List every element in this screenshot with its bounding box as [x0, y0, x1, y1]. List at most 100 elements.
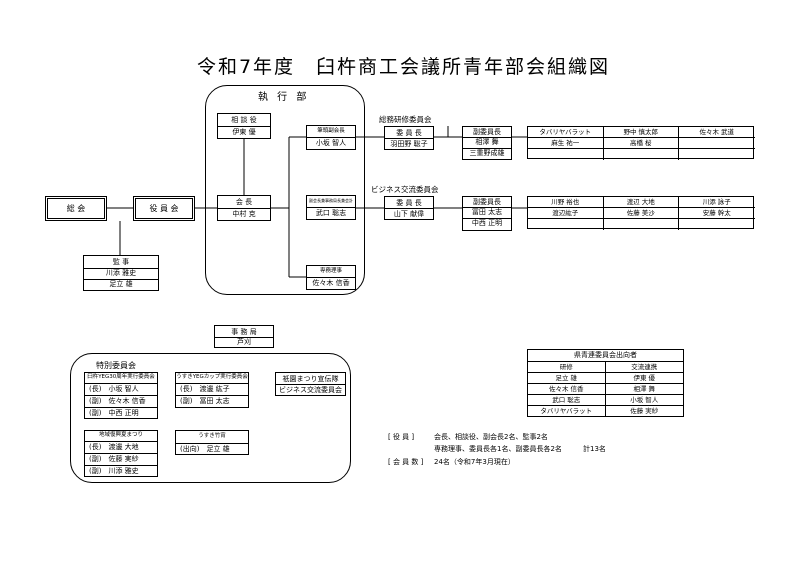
- prefecture-cell: 足立 雄: [528, 373, 606, 384]
- special-usuki-cup-box: うすきYEGカップ実行委員会 (長) 渡邊 紘子 (副) 冨田 太志: [175, 372, 249, 408]
- prefecture-cell: 武口 聡志: [528, 395, 606, 406]
- prefecture-header-cell: 研修: [528, 362, 606, 373]
- member-cell: 安藤 幹太: [679, 208, 755, 219]
- committee2-vice-title: 副委員長: [473, 198, 501, 206]
- special-yeg-row: (長) 小坂 智人: [89, 385, 139, 393]
- special-usuki-cup-row: (副) 冨田 太志: [180, 397, 230, 405]
- vice-chair-title: 副会長兼事務局長兼会計: [309, 198, 353, 203]
- member-cell: [604, 219, 679, 230]
- vice-chair-name: 武口 聡志: [315, 209, 347, 217]
- member-cell: 佐々木 武道: [679, 127, 755, 138]
- executive-frame: [205, 85, 365, 295]
- committee2-members-table: 川野 裕也渡辺 大地川添 詠子渡辺紘子佐藤 美沙安藤 幹太: [527, 196, 755, 230]
- member-cell: [679, 149, 755, 160]
- special-yeg-row: (副) 中西 正明: [89, 409, 139, 417]
- member-cell: 渡辺紘子: [528, 208, 604, 219]
- advisor-box: 相 談 役 伊東 優: [217, 113, 271, 139]
- special-gion-box: 祇園まつり宣伝隊 ビジネス交流委員会: [275, 372, 346, 396]
- special-gion-row: ビジネス交流委員会: [279, 386, 342, 394]
- special-revival-title: 地域復興夏まつり: [98, 432, 143, 438]
- prefecture-cell: 佐々木 信香: [528, 384, 606, 395]
- special-revival-row: (長) 渡邊 大地: [89, 443, 139, 451]
- member-cell: 麻生 祐一: [528, 138, 604, 149]
- auditor-box: 監 事 川添 雅史 足立 雄: [83, 255, 159, 291]
- office-title: 事 務 局: [231, 328, 257, 336]
- executive-label: 執 行 部: [258, 92, 310, 103]
- committee2-chair-title: 委 員 長: [396, 199, 422, 207]
- member-cell: [679, 138, 755, 149]
- members-label: [ 会 員 数 ]: [388, 458, 424, 466]
- member-cell: 川野 裕也: [528, 197, 604, 208]
- committee1-chair-title: 委 員 長: [396, 129, 422, 137]
- committee1-vice-box: 副委員長 相澤 舞 三重野成雄: [462, 126, 512, 160]
- special-yeg-title: 臼杵YEG30周年実行委員会: [87, 374, 155, 380]
- table-divider: [528, 361, 683, 362]
- office-box: 事 務 局 芦刈: [214, 325, 274, 348]
- special-usuki-cup-title: うすきYEGカップ実行委員会: [176, 374, 248, 380]
- auditor-name: 川添 雅史: [105, 269, 137, 277]
- special-revival-row: (副) 佐藤 実紗: [89, 455, 139, 463]
- committee2-vice-name: 中西 正明: [471, 219, 503, 227]
- member-cell: タバリヤバラット: [528, 127, 604, 138]
- officers-total: 計13名: [583, 445, 606, 453]
- committee1-vice-title: 副委員長: [473, 128, 501, 136]
- general-meeting-box: 総 会: [45, 196, 107, 221]
- committee1-vice-name: 相澤 舞: [475, 138, 499, 146]
- lead-vice-chair-box: 筆頭副会長 小坂 智人: [306, 125, 356, 150]
- committee2-vice-name: 冨田 太志: [471, 208, 503, 216]
- vice-chair-box: 副会長兼事務局長兼会計 武口 聡志: [306, 195, 356, 220]
- board-box: 役 員 会: [133, 196, 195, 221]
- committee1-chair-name: 羽田野 聡子: [390, 140, 428, 148]
- auditor-title: 監 事: [112, 258, 130, 266]
- committee2-chair-name: 山下 献偉: [393, 210, 425, 218]
- special-revival-row: (副) 川添 雅史: [89, 467, 139, 475]
- board-label: 役 員 会: [149, 204, 179, 213]
- prefecture-cell: 佐藤 実紗: [630, 407, 659, 415]
- committee1-name: 総務研修委員会: [379, 115, 432, 124]
- chairman-name: 中村 克: [232, 210, 256, 218]
- secretary-general-title: 専務理事: [319, 268, 342, 274]
- member-cell: 高橋 桜: [603, 138, 679, 149]
- advisor-name: 伊東 優: [232, 128, 256, 136]
- committee1-vice-name: 三重野成雄: [469, 149, 505, 157]
- prefecture-cell: 小坂 智人: [605, 395, 683, 406]
- member-cell: 野中 慎太郎: [603, 127, 679, 138]
- committee1-members-table: タバリヤバラット野中 慎太郎佐々木 武道麻生 祐一高橋 桜: [527, 126, 755, 160]
- special-takeyoi-box: うすき竹宵 (出向) 足立 雄: [175, 430, 249, 455]
- special-committees-frame: [70, 353, 351, 483]
- committee2-chair-box: 委 員 長 山下 献偉: [384, 196, 434, 220]
- chairman-title: 会 長: [235, 198, 253, 206]
- special-usuki-cup-row: (長) 渡邊 紘子: [180, 385, 230, 393]
- committee1-chair-box: 委 員 長 羽田野 聡子: [384, 126, 434, 150]
- prefecture-cell: タバリヤバラット: [528, 406, 606, 417]
- committee2-vice-box: 副委員長 冨田 太志 中西 正明: [462, 196, 512, 231]
- member-cell: [528, 219, 604, 230]
- member-cell: 佐藤 美沙: [603, 208, 679, 219]
- general-meeting-label: 総 会: [66, 204, 86, 213]
- special-revival-box: 地域復興夏まつり (長) 渡邊 大地 (副) 佐藤 実紗 (副) 川添 雅史: [84, 430, 158, 477]
- secretary-general-box: 専務理事 佐々木 信香: [306, 265, 356, 290]
- prefecture-header-cell: 交流連携: [605, 362, 683, 373]
- special-takeyoi-title: うすき竹宵: [198, 433, 226, 439]
- prefecture-cell: 相澤 舞: [605, 384, 683, 395]
- chairman-box: 会 長 中村 克: [217, 195, 271, 221]
- prefecture-table-title: 県青連委員会出向者: [574, 351, 637, 359]
- special-committees-label: 特別委員会: [96, 361, 136, 370]
- prefecture-table: 県青連委員会出向者 研修交流連携足立 雄伊東 優佐々木 信香相澤 舞武口 聡志小…: [527, 349, 684, 417]
- member-cell: [604, 149, 679, 160]
- auditor-name: 足立 雄: [109, 280, 133, 288]
- lead-vice-chair-name: 小坂 智人: [315, 139, 347, 147]
- committee2-name: ビジネス交流委員会: [371, 185, 439, 194]
- office-name: 芦刈: [237, 338, 251, 346]
- officers-line2: 専務理事、委員長各1名、副委員長各2名: [434, 445, 562, 453]
- secretary-general-name: 佐々木 信香: [312, 279, 350, 287]
- member-cell: [528, 149, 604, 160]
- special-yeg-row: (副) 佐々木 信香: [89, 397, 146, 405]
- members-value: 24名（令和7年3月現在）: [434, 458, 515, 466]
- special-gion-row: 祇園まつり宣伝隊: [282, 375, 339, 383]
- officers-line1: 会長、相談役、副会長2名、監事2名: [434, 433, 548, 441]
- officers-label: [ 役 員 ]: [388, 433, 415, 441]
- lead-vice-chair-title: 筆頭副会長: [317, 128, 345, 134]
